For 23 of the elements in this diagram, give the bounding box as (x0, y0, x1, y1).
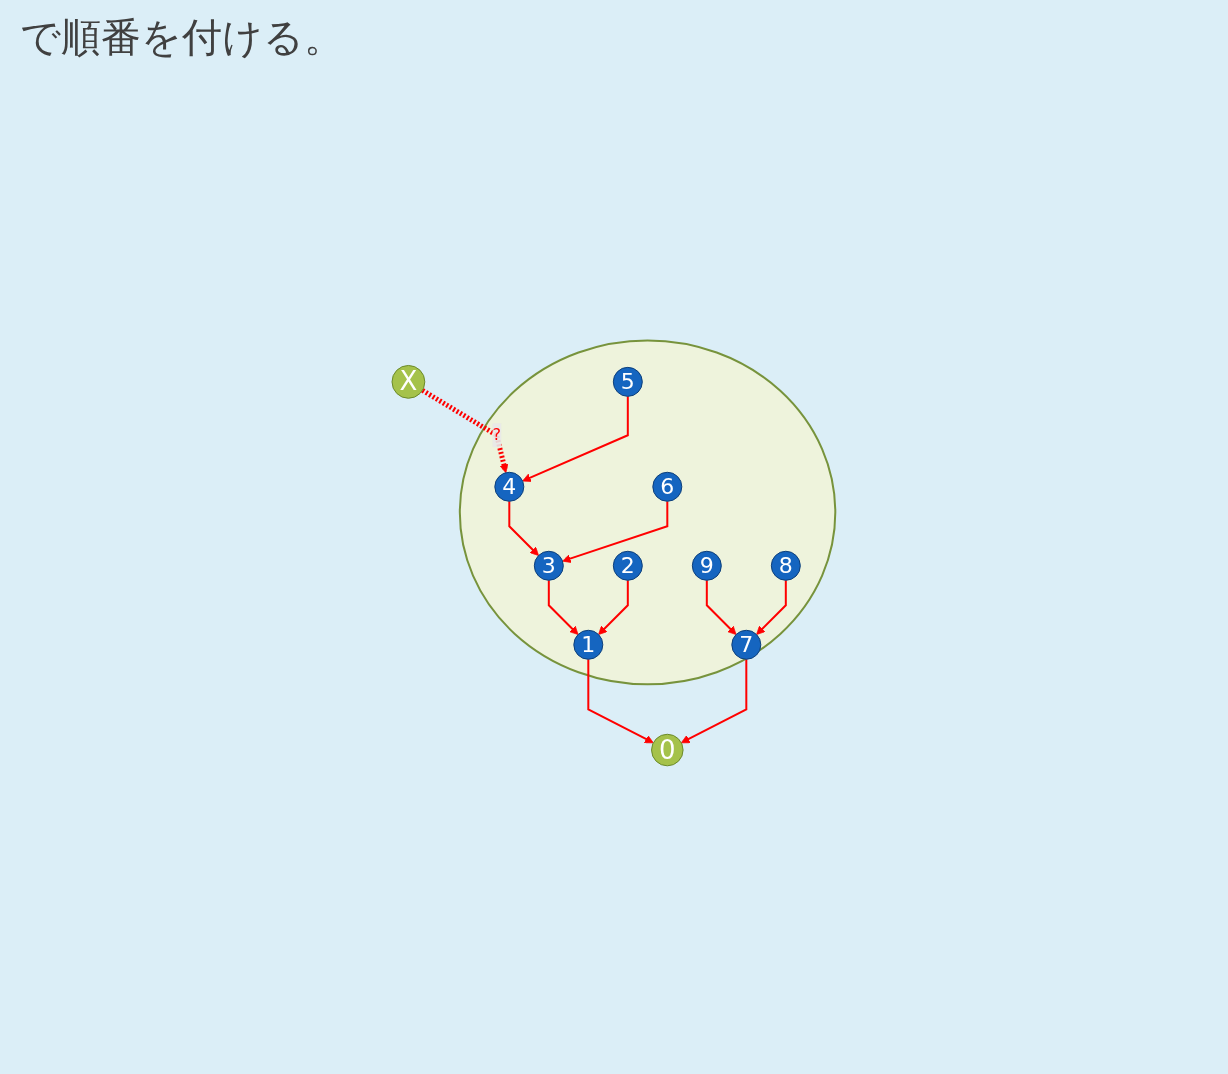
node-circle: X (391, 364, 426, 399)
arrow (681, 658, 748, 744)
arrow (522, 395, 630, 482)
note-text: で順番を付ける。 (20, 13, 345, 62)
node-circle: 0 (651, 733, 684, 767)
arrow (587, 658, 655, 744)
node-circle: 9 (692, 550, 723, 581)
node-circle: 3 (534, 550, 565, 581)
node-circle: 6 (652, 471, 683, 502)
node-circle: 2 (613, 550, 644, 581)
node-circle: 8 (771, 550, 802, 581)
arrow (706, 579, 737, 635)
arrow (421, 388, 509, 474)
node-circle: 5 (613, 366, 644, 397)
edge-label: ? (492, 425, 502, 445)
arrow (508, 500, 540, 556)
arrow (598, 579, 630, 635)
node-circle: 7 (731, 629, 762, 660)
node-circle: 1 (573, 629, 604, 660)
arrow (548, 579, 579, 635)
arrow (756, 579, 788, 635)
arrow (562, 500, 669, 563)
node-circle: 4 (494, 471, 525, 502)
